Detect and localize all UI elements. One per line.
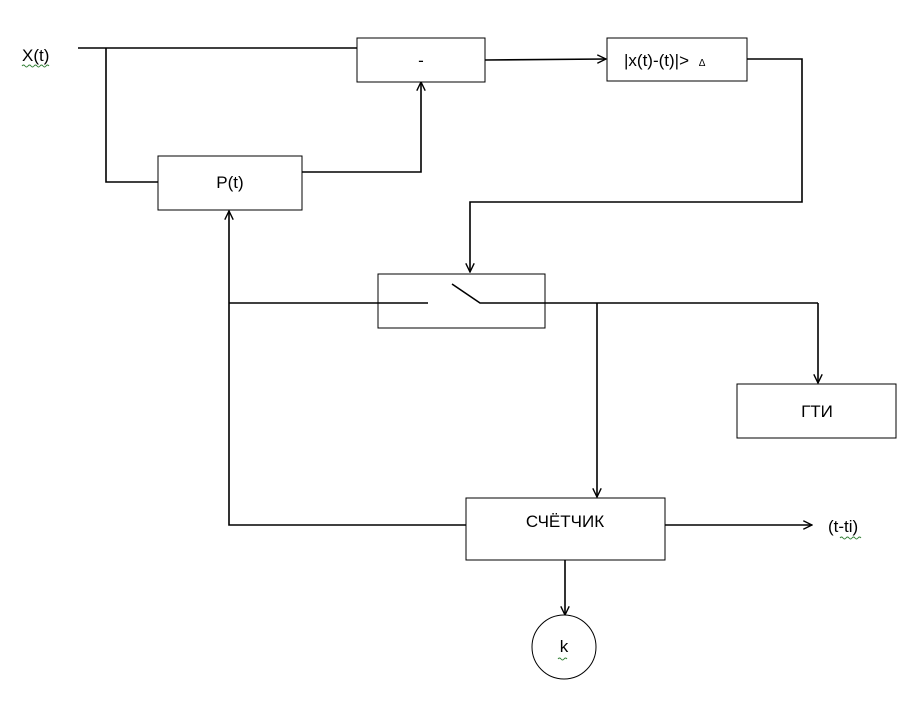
wire-counter-to-predictor <box>229 211 467 526</box>
comparator-block: |x(t)-(t)|> Δ <box>606 37 748 82</box>
subtract-block: - <box>356 37 486 83</box>
input-label: X(t) <box>22 46 49 65</box>
k-node: k <box>531 614 597 680</box>
wire-comparator-to-switch <box>470 58 803 272</box>
k-spellcheck-underline <box>557 657 568 661</box>
output-signal-label: (t-ti) <box>828 517 862 540</box>
comparator-label: |x(t)-(t)|> Δ <box>624 51 706 70</box>
wire-input-to-predictor <box>105 48 160 183</box>
switch-contact <box>451 283 818 304</box>
predictor-label: P(t) <box>216 173 243 192</box>
comparator-delta: Δ <box>699 58 706 69</box>
wire-predictor-to-subtract <box>302 82 421 173</box>
counter-label: СЧЁТЧИК <box>526 512 604 531</box>
switch-block <box>377 273 546 329</box>
predictor-block: P(t) <box>157 155 303 211</box>
wire-subtract-to-comparator <box>484 59 606 60</box>
k-label: k <box>560 637 569 656</box>
input-spellcheck-underline <box>21 64 50 68</box>
output-label: (t-ti) <box>828 517 858 536</box>
gti-block: ГТИ <box>736 383 897 439</box>
gti-label: ГТИ <box>801 402 833 421</box>
output-spellcheck-underline <box>839 536 862 540</box>
subtract-label: - <box>418 51 424 70</box>
input-signal-label: X(t) <box>21 46 50 68</box>
connections <box>78 47 818 615</box>
comparator-expression: |x(t)-(t)|> <box>624 51 689 70</box>
counter-block: СЧЁТЧИК <box>465 497 666 561</box>
